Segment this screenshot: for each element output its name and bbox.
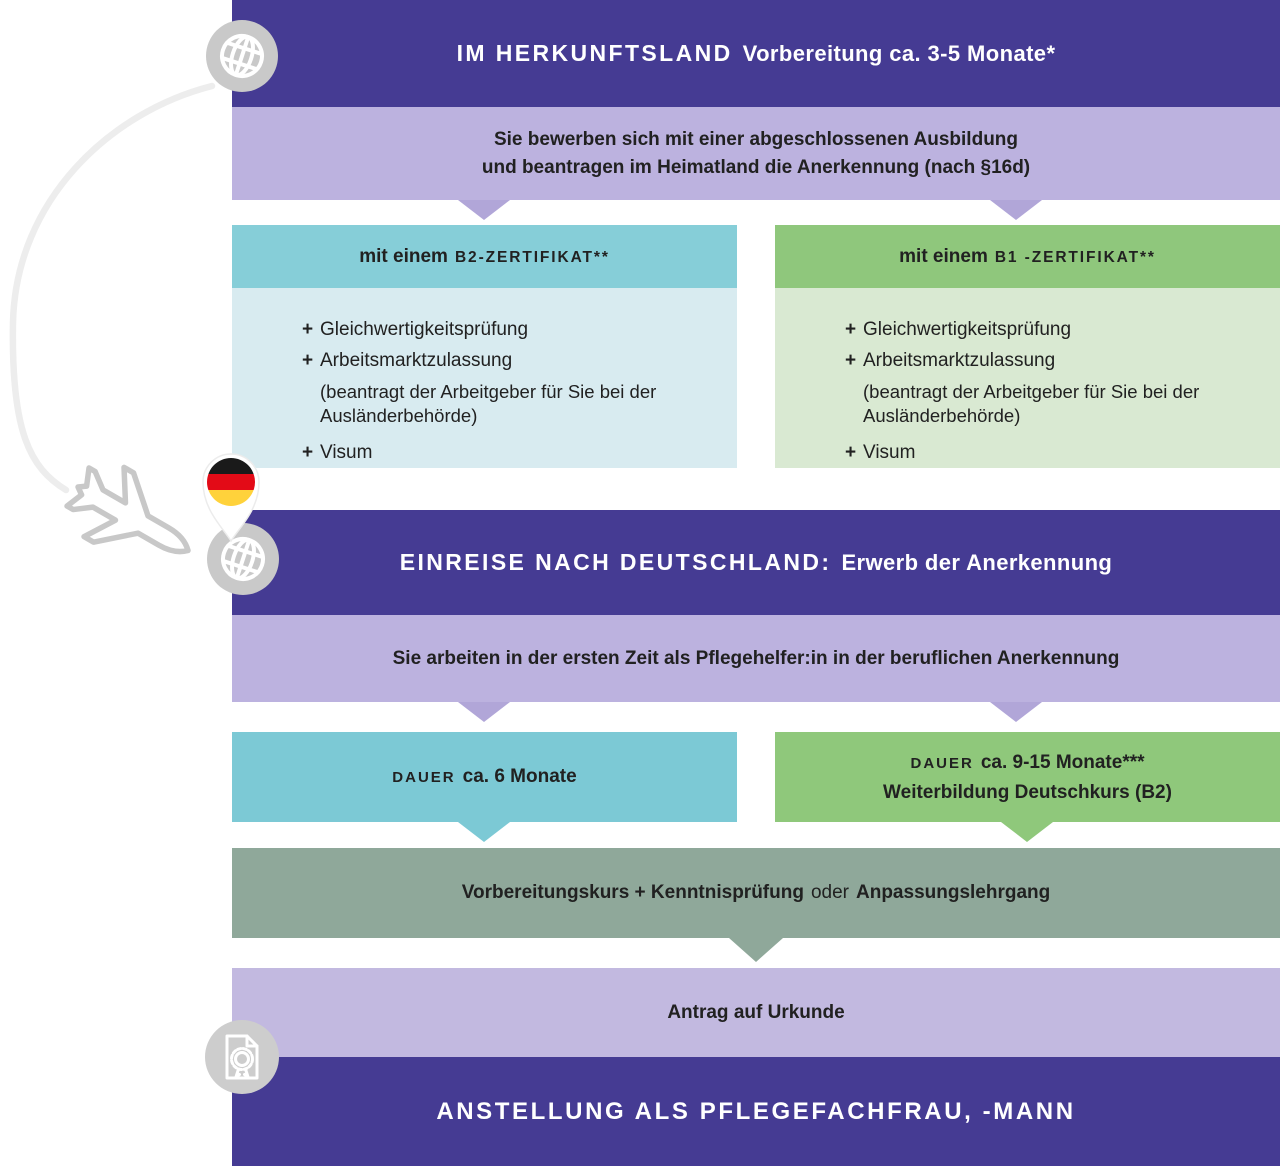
list-item: + Gleichwertigkeitsprüfung — [302, 318, 701, 342]
duration-label: DAUER — [392, 769, 456, 786]
entry-banner-title: EINREISE NACH DEUTSCHLAND: — [399, 549, 832, 575]
arrow-down-icon — [458, 822, 510, 842]
arrow-down-icon — [729, 938, 783, 962]
arrow-down-icon — [458, 200, 510, 220]
list-item: + Arbeitsmarktzulassung — [302, 349, 701, 373]
origin-banner-subtitle: Vorbereitung ca. 3-5 Monate* — [742, 40, 1056, 66]
list-item-text: Visum — [863, 442, 916, 463]
b2-header-prefix: mit einem — [359, 245, 448, 267]
entry-banner-subtitle: Erwerb der Anerkennung — [841, 549, 1113, 575]
certificate-document-icon — [205, 1020, 279, 1094]
plus-icon: + — [845, 319, 857, 340]
list-item: + Arbeitsmarktzulassung — [845, 349, 1244, 373]
origin-step-line1: Sie bewerben sich mit einer abgeschlosse… — [493, 128, 1019, 150]
b2-certificate-header: mit einem B2-ZERTIFIKAT** — [232, 225, 737, 288]
entry-step-text: Sie arbeiten in der ersten Zeit als Pfle… — [392, 647, 1120, 669]
globe-icon — [206, 20, 278, 92]
certificate-step-text: Antrag auf Urkunde — [667, 1001, 845, 1023]
airplane-icon — [64, 464, 191, 555]
list-item-text: Visum — [320, 442, 373, 463]
b2-header-cert: B2-ZERTIFIKAT** — [454, 248, 610, 266]
final-banner-text: ANSTELLUNG ALS PFLEGEFACHFRAU, -MANN — [436, 1097, 1076, 1125]
duration-box-b1: DAUER ca. 9-15 Monate*** Weiterbildung De… — [775, 732, 1280, 822]
final-banner: ANSTELLUNG ALS PFLEGEFACHFRAU, -MANN — [232, 1057, 1280, 1166]
list-item-note: (beantragt der Arbeitgeber für Sie bei d… — [320, 381, 657, 426]
b1-header-cert: B1 -ZERTIFIKAT** — [994, 248, 1156, 266]
arrow-down-icon — [458, 702, 510, 722]
course-bold1: Vorbereitungskurs + Kenntnisprüfung — [461, 882, 804, 903]
list-item-text: Gleichwertigkeitsprüfung — [863, 319, 1072, 340]
course-connector: oder — [810, 882, 849, 903]
globe-icon — [207, 523, 279, 595]
list-item: + Visum — [302, 441, 701, 465]
plus-icon: + — [845, 350, 857, 371]
germany-flag-pin-icon — [202, 453, 260, 543]
plus-icon: + — [845, 442, 857, 463]
b1-header-prefix: mit einem — [899, 245, 988, 267]
list-item-text: Arbeitsmarktzulassung — [863, 350, 1056, 371]
list-item-text: Arbeitsmarktzulassung — [320, 350, 513, 371]
plus-icon: + — [302, 350, 314, 371]
arrow-down-icon — [990, 200, 1042, 220]
origin-step-band: Sie bewerben sich mit einer abgeschlosse… — [232, 107, 1280, 200]
duration-box-b2: DAUER ca. 6 Monate — [232, 732, 737, 822]
b1-certificate-header: mit einem B1 -ZERTIFIKAT** — [775, 225, 1280, 288]
list-item-note: (beantragt der Arbeitgeber für Sie bei d… — [863, 381, 1200, 426]
certificate-step-band: Antrag auf Urkunde — [232, 968, 1280, 1057]
origin-banner: IM HERKUNFTSLAND Vorbereitung ca. 3-5 Mo… — [232, 0, 1280, 107]
plus-icon: + — [302, 442, 314, 463]
origin-banner-title: IM HERKUNFTSLAND — [456, 40, 733, 66]
arrow-down-icon — [1001, 822, 1053, 842]
course-bold2: Anpassungslehrgang — [856, 882, 1051, 903]
plus-icon: + — [302, 319, 314, 340]
duration-text: ca. 9-15 Monate*** — [980, 751, 1145, 773]
list-item-text: Gleichwertigkeitsprüfung — [320, 319, 529, 340]
duration-line2: Weiterbildung Deutschkurs (B2) — [883, 781, 1172, 803]
duration-text: ca. 6 Monate — [462, 766, 577, 787]
entry-banner: EINREISE NACH DEUTSCHLAND: Erwerb der An… — [232, 510, 1280, 615]
course-banner: Vorbereitungskurs + Kenntnisprüfung oder… — [232, 848, 1280, 938]
arrow-down-icon — [990, 702, 1042, 722]
entry-step-band: Sie arbeiten in der ersten Zeit als Pfle… — [232, 615, 1280, 702]
b1-requirements-box: + Gleichwertigkeitsprüfung + Arbeitsmark… — [775, 288, 1280, 468]
b2-requirements-box: + Gleichwertigkeitsprüfung + Arbeitsmark… — [232, 288, 737, 468]
list-item: + Visum — [845, 441, 1244, 465]
duration-label: DAUER — [910, 754, 974, 772]
origin-step-line2: und beantragen im Heimatland die Anerken… — [481, 156, 1031, 178]
list-item: + Gleichwertigkeitsprüfung — [845, 318, 1244, 342]
